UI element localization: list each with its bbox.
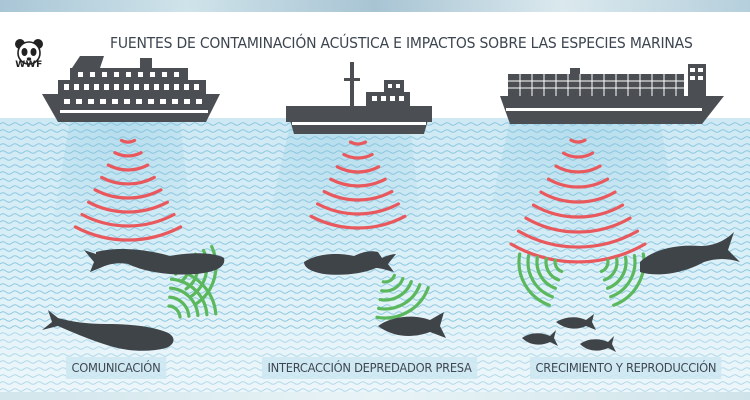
wave-line <box>0 206 750 210</box>
animal-sound-arc <box>526 254 554 299</box>
wave-line <box>0 171 750 175</box>
label-predator-prey: INTERCACCIÓN DEPREDADOR PRESA <box>262 357 478 379</box>
ship-sound-arc <box>561 151 595 159</box>
ship-sound-arc <box>524 216 632 234</box>
ship-sound-arc <box>531 203 625 219</box>
label-communication: COMUNICACIÓN <box>66 357 166 379</box>
ship-sound-arc <box>106 163 150 172</box>
ship-sound-arc <box>348 140 368 146</box>
ship-sound-arc <box>316 202 400 216</box>
animal-sound-arc <box>609 254 637 299</box>
wave-line <box>0 143 750 147</box>
animal-sound-arc <box>381 273 396 284</box>
wave-line <box>0 185 750 189</box>
animal-sound-arc <box>535 255 557 290</box>
ship-sound-arc <box>80 212 176 228</box>
bottom-strip <box>0 392 750 400</box>
wave-line <box>0 164 750 168</box>
ship-sound-waves <box>73 138 647 264</box>
ship-sound-arc <box>516 229 640 249</box>
label-growth-reproduction: CRECIMIENTO Y REPRODUCCIÓN <box>530 357 722 379</box>
wave-line <box>0 353 750 357</box>
ship-sound-arc <box>546 177 610 189</box>
wave-line <box>0 150 750 154</box>
wave-line <box>0 304 750 308</box>
ship-sound-arc <box>539 190 617 204</box>
fish-icon <box>378 312 446 338</box>
wave-line <box>0 283 750 287</box>
wave-line <box>0 318 750 322</box>
animal-sound-arc <box>544 257 561 282</box>
orca-icon <box>304 251 396 275</box>
ship-sound-arc <box>569 138 587 144</box>
ship-sound-arc <box>509 242 647 264</box>
ship-sound-arc <box>87 200 169 214</box>
animal-sound-arc <box>553 258 564 273</box>
ship-sound-arc <box>113 151 143 158</box>
animal-sound-arc <box>194 245 218 306</box>
ship-sound-arc <box>309 214 407 230</box>
whale-icon <box>84 249 225 275</box>
animal-sound-arc <box>169 277 209 317</box>
wave-line <box>0 220 750 224</box>
ship-sound-arc <box>100 175 156 186</box>
sperm-whale-icon <box>42 310 174 351</box>
page-title: FUENTES DE CONTAMINACIÓN ACÚSTICA E IMPA… <box>110 34 693 52</box>
animal-sound-arc <box>602 257 619 282</box>
animal-sound-arc <box>599 258 610 273</box>
ship-sound-arc <box>322 190 394 202</box>
animal-sound-arc <box>606 255 628 290</box>
ship-sound-arc <box>342 152 374 160</box>
ship-sound-arc <box>554 164 602 174</box>
ship-sound-arc <box>119 138 137 144</box>
animal-sound-arc <box>375 286 430 320</box>
ship-sound-arc <box>335 165 381 174</box>
wave-line <box>0 388 750 392</box>
panda-logo-icon <box>15 39 43 65</box>
fish-school-icon <box>522 314 616 352</box>
fishing-ship-icon <box>286 62 432 134</box>
wave-line <box>0 241 750 245</box>
wave-line <box>0 213 750 217</box>
ship-sound-arc <box>93 188 163 200</box>
animal-sound-arc <box>380 276 405 293</box>
logo-text: WWF <box>15 60 43 70</box>
animal-sound-arc <box>168 295 191 318</box>
cruise-ship-icon <box>42 56 220 122</box>
wave-line <box>0 381 750 385</box>
animal-sound-arc <box>167 304 182 319</box>
container-ship-icon <box>500 64 724 124</box>
wave-line <box>0 311 750 315</box>
animal-sound-arc <box>378 280 413 302</box>
tuna-icon <box>640 232 740 275</box>
wave-line <box>0 157 750 161</box>
ship-sound-arc <box>73 225 183 242</box>
animal-sound-arc <box>169 286 200 317</box>
wave-line <box>0 199 750 203</box>
wave-line <box>0 227 750 231</box>
wave-line <box>0 234 750 238</box>
animal-sound-arc <box>517 252 551 307</box>
animal-sound-arc <box>377 283 422 311</box>
ship-sound-arc <box>329 177 387 188</box>
top-strip <box>0 0 750 12</box>
wave-line <box>0 136 750 140</box>
